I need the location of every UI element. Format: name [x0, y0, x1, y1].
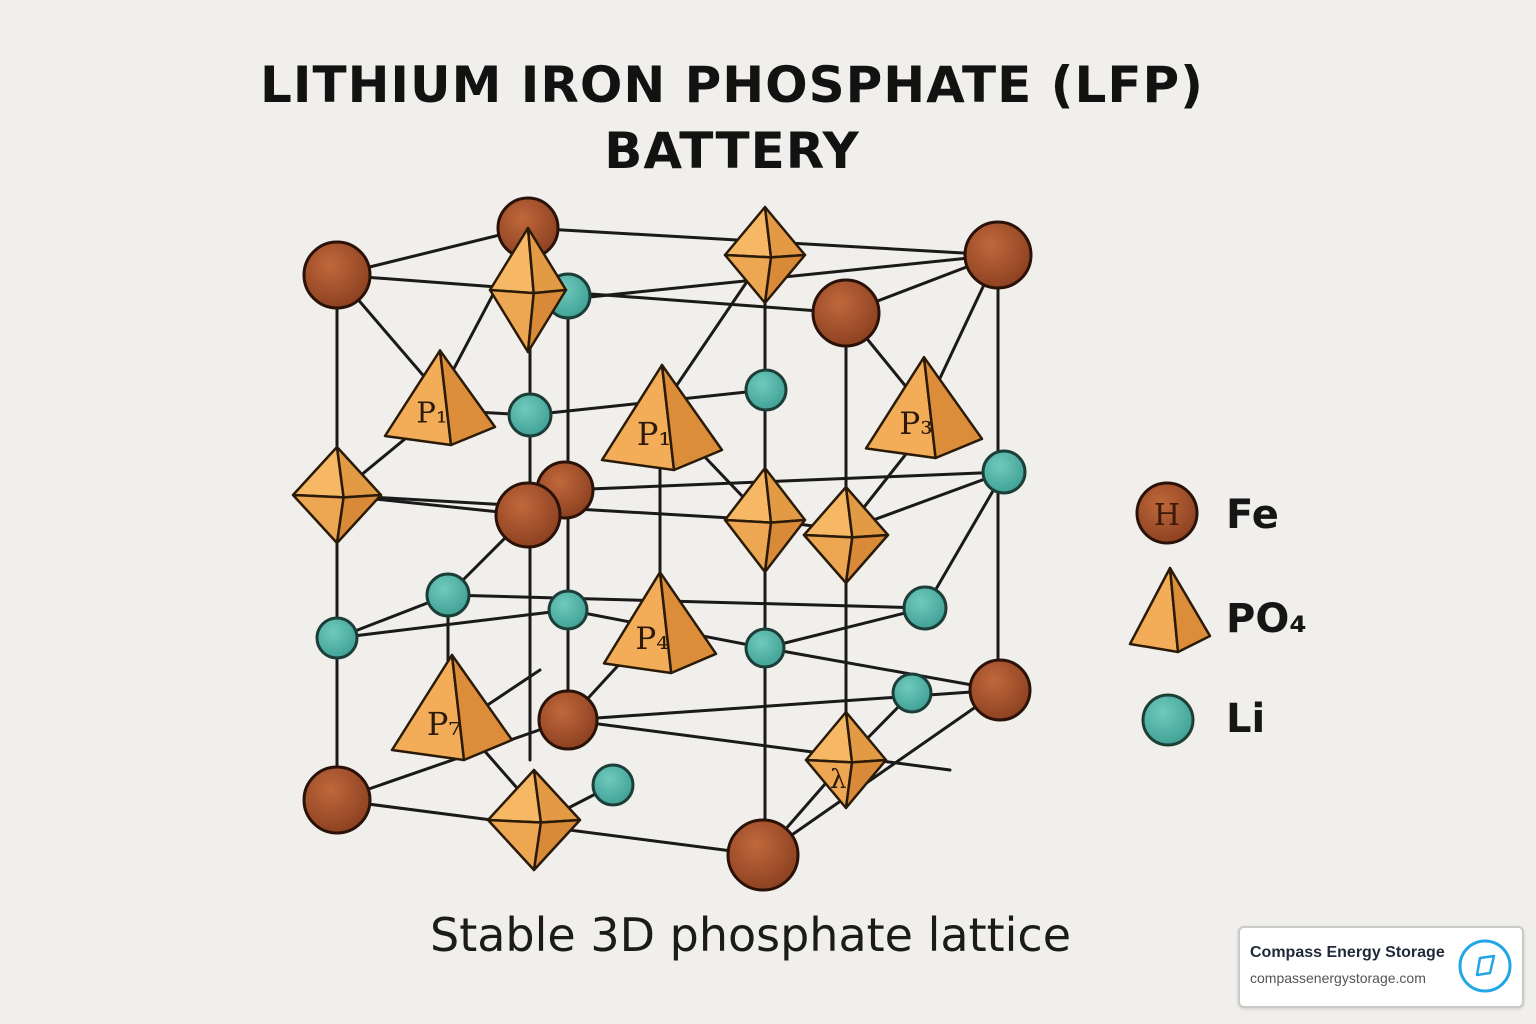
lattice-atoms: P₁ P₁ P₃ P₄ P₇ λ — [291, 196, 1033, 892]
diagram-caption: Stable 3D phosphate lattice — [430, 908, 1072, 962]
brand-url[interactable]: compassenergystorage.com — [1250, 970, 1426, 986]
po4-octahedron — [291, 445, 383, 545]
legend-icons: H — [1128, 481, 1212, 747]
legend-fe-marker: H — [1154, 498, 1180, 533]
octahedron-glyph: λ — [830, 765, 846, 795]
tetrahedron-label: P₇ — [427, 705, 461, 743]
tetrahedron-label: P₃ — [899, 406, 932, 442]
tetrahedron-label: P₁ — [637, 415, 671, 453]
compass-icon — [1458, 939, 1512, 993]
li-atom — [591, 763, 635, 807]
tetrahedron-label: P₁ — [416, 396, 447, 430]
po4-octahedron — [804, 710, 888, 810]
li-atom — [981, 449, 1027, 495]
fe-atom — [302, 240, 372, 310]
legend-label-li: Li — [1226, 696, 1266, 742]
fe-atom — [494, 481, 562, 549]
legend-label-fe: Fe — [1226, 492, 1279, 538]
li-atom — [744, 627, 786, 669]
legend-li-icon — [1141, 693, 1195, 747]
brand-badge[interactable]: Compass Energy Storage compassenergystor… — [1238, 926, 1524, 1008]
li-atom — [902, 585, 948, 631]
li-atom — [547, 589, 589, 631]
li-atom — [507, 392, 553, 438]
legend-po4-icon — [1128, 566, 1212, 654]
fe-atom — [963, 220, 1033, 290]
lattice-bonds — [335, 226, 1006, 857]
fe-atom — [811, 278, 881, 348]
brand-name: Compass Energy Storage — [1250, 944, 1445, 961]
legend-fe-icon — [1135, 481, 1199, 545]
fe-atom — [726, 818, 800, 892]
po4-tetrahedron-p4: P₄ — [602, 570, 718, 675]
po4-tetrahedron-p3: P₃ — [864, 355, 984, 460]
title-line-1: LITHIUM IRON PHOSPHATE (LFP) — [260, 56, 1204, 114]
po4-tetrahedron-p7: P₇ — [390, 653, 514, 762]
fe-atom — [302, 765, 372, 835]
fe-atom — [968, 658, 1032, 722]
po4-tetrahedron-p1a: P₁ — [383, 349, 497, 447]
li-atom — [744, 368, 788, 412]
title-line-2: BATTERY — [604, 122, 860, 180]
po4-octahedron — [802, 485, 890, 585]
li-atom — [315, 616, 359, 660]
li-atom — [425, 572, 471, 618]
li-atom — [891, 672, 933, 714]
diagram-title: LITHIUM IRON PHOSPHATE (LFP) BATTERY — [0, 52, 1464, 184]
legend-label-po4: PO₄ — [1226, 596, 1307, 642]
po4-tetrahedron-p1b: P₁ — [600, 363, 724, 472]
tetrahedron-label: P₄ — [635, 621, 668, 657]
po4-octahedron — [723, 466, 807, 574]
po4-octahedron — [723, 205, 807, 305]
po4-octahedron — [488, 226, 568, 354]
fe-atom — [537, 689, 599, 751]
po4-octahedron — [486, 768, 582, 872]
